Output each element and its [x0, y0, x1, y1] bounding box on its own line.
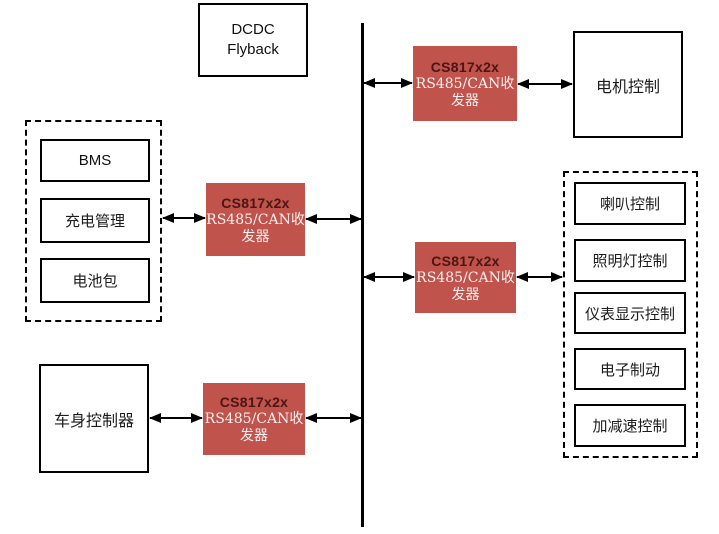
transceiver-title: CS817x2x	[219, 394, 289, 410]
bms-label: BMS	[78, 151, 112, 169]
bms-box: BMS	[40, 139, 150, 182]
transceiver-box-body: CS817x2x RS485/CAN收 发器	[203, 383, 305, 455]
accel-decel-control-box: 加减速控制	[574, 404, 686, 447]
dcdc-label-line1: DCDC	[231, 21, 275, 38]
transceiver-box-battery: CS817x2x RS485/CAN收 发器	[206, 183, 305, 256]
transceiver-subtitle-line1: RS485/CAN收	[416, 269, 515, 286]
dcdc-flyback-box: DCDC Flyback	[198, 3, 308, 77]
motor-control-box: 电机控制	[573, 31, 683, 138]
dcdc-label-line2: Flyback	[227, 41, 279, 58]
motor-control-label: 电机控制	[595, 76, 660, 96]
battery-group-box: BMS 充电管理 电池包	[25, 120, 162, 322]
charging-management-box: 充电管理	[40, 198, 150, 243]
control-group-box: 喇叭控制 照明灯控制 仪表显示控制 电子制动 加减速控制	[563, 171, 698, 458]
transceiver-title: CS817x2x	[221, 194, 290, 211]
transceiver-subtitle-line2: 发器	[240, 428, 268, 444]
electronic-brake-label: 电子制动	[599, 360, 660, 379]
lighting-control-box: 照明灯控制	[574, 239, 686, 282]
horn-control-label: 喇叭控制	[599, 195, 660, 213]
accel-decel-control-label: 加减速控制	[592, 417, 668, 435]
transceiver-subtitle-line1: RS485/CAN收	[206, 211, 305, 228]
charging-management-label: 充电管理	[64, 212, 125, 230]
body-controller-label: 车身控制器	[53, 410, 134, 430]
instrument-display-control-label: 仪表显示控制	[584, 304, 675, 323]
transceiver-box-motor: CS817x2x RS485/CAN收 发器	[413, 46, 517, 121]
horn-control-box: 喇叭控制	[574, 182, 686, 225]
instrument-display-control-box: 仪表显示控制	[574, 292, 686, 334]
battery-pack-box: 电池包	[40, 258, 150, 303]
transceiver-subtitle-line2: 发器	[451, 92, 479, 109]
transceiver-title: CS817x2x	[431, 252, 500, 269]
lighting-control-label: 照明灯控制	[592, 252, 668, 270]
transceiver-subtitle-line2: 发器	[451, 286, 480, 303]
transceiver-box-controls: CS817x2x RS485/CAN收 发器	[415, 242, 516, 313]
transceiver-subtitle-line1: RS485/CAN收	[415, 75, 515, 92]
battery-pack-label: 电池包	[72, 272, 118, 290]
body-controller-box: 车身控制器	[39, 364, 149, 473]
electronic-brake-box: 电子制动	[574, 348, 686, 390]
transceiver-subtitle-line1: RS485/CAN收	[204, 411, 304, 427]
transceiver-subtitle-line2: 发器	[241, 228, 270, 245]
transceiver-title: CS817x2x	[430, 58, 500, 75]
